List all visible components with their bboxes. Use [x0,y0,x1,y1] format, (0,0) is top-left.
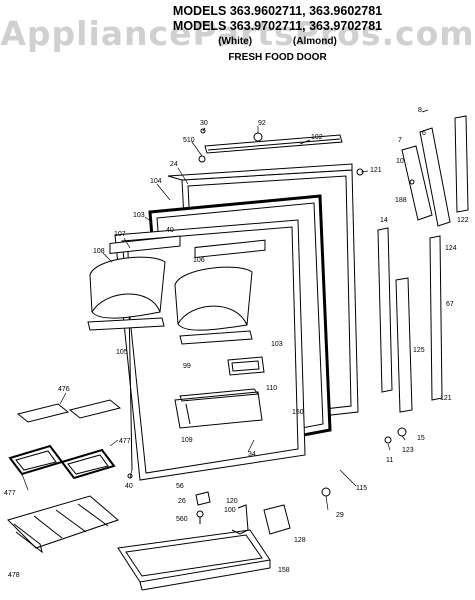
callout-158: 158 [278,567,290,574]
hinge-bracket-8 [419,127,451,227]
callout-122: 122 [457,217,469,224]
callout-29: 29 [336,512,344,519]
color-labels: (White) (Almond) [40,36,475,47]
hinge-7 [401,145,433,221]
callout-123: 123 [402,447,414,454]
leader-lines [21,109,429,511]
callout-115: 115 [356,485,367,492]
end-cap-122 [454,115,469,213]
door-handle-14 [377,227,393,393]
top-trim-part [204,134,343,154]
screw-part-560 [196,510,204,524]
callout-107: 107 [114,231,126,238]
dairy-bin-left [89,235,181,319]
callout-7: 7 [398,137,402,144]
callout-510: 510 [183,137,195,144]
callout-14: 14 [380,217,388,224]
callout-labels: 8 6 7 10 122 30 92 102 510 121 24 104 10… [4,107,469,579]
callout-476: 476 [58,386,70,393]
callout-40-bottom: 40 [125,483,133,490]
tray-parts-477 [8,444,116,480]
hinge-part-100 [231,504,249,535]
callout-560: 560 [176,516,188,523]
callout-11: 11 [386,457,393,464]
diagram-title: FRESH FOOD DOOR [228,52,327,63]
small-shelf-part [227,356,265,376]
cover-parts-476 [16,399,122,423]
white-label: (White) [218,36,253,47]
callout-104: 104 [150,178,162,185]
callout-56: 56 [176,483,184,490]
model-line-1: MODELS 363.9602711, 363.9602781 [172,4,383,18]
callout-40-top: 40 [166,227,174,234]
shelf-rail-105 [87,317,165,331]
callout-99: 99 [183,363,191,370]
callout-121-right: 121 [440,395,452,402]
almond-label: (Almond) [292,36,337,47]
callout-24: 24 [170,161,178,168]
shelf-rail-99 [179,330,253,345]
bracket-part-128 [263,504,291,535]
callout-92: 92 [258,120,266,127]
callout-477-right: 477 [119,438,131,445]
model-line-2: MODELS 363.9702711, 363.9702781 [172,19,383,33]
cam-part-26 [195,491,211,506]
callout-125: 125 [413,347,425,354]
callout-34: 34 [248,451,256,458]
callout-108: 108 [93,248,105,255]
dairy-bin-right [174,239,266,331]
callout-100: 100 [224,507,236,514]
callout-103-mid: 103 [271,341,283,348]
callout-10: 10 [396,158,404,165]
rail-part-125 [395,277,413,413]
callout-128: 128 [294,537,306,544]
callout-124: 124 [445,245,457,252]
callout-30: 30 [200,120,208,127]
callout-120: 120 [226,498,238,505]
callout-102: 102 [311,134,323,141]
callout-150: 150 [292,409,304,416]
callout-15: 15 [417,435,425,442]
rack-part-478 [7,495,119,554]
callout-121-top: 121 [370,167,382,174]
lower-bin-part [174,388,263,429]
callout-67: 67 [446,301,454,308]
callout-477-left: 477 [4,490,16,497]
callout-6: 6 [422,130,426,137]
trim-part-124 [429,235,443,401]
callout-188: 188 [395,197,407,204]
callout-26: 26 [178,498,186,505]
callout-110: 110 [266,385,277,392]
watermark: AppliancePartsPros.com [0,14,475,53]
callout-8: 8 [418,107,422,114]
callout-103: 103 [133,212,145,219]
callout-105: 105 [116,349,128,356]
callout-106: 106 [193,257,205,264]
callout-478: 478 [8,572,20,579]
bottom-bin-part [117,529,271,591]
callout-109: 109 [181,437,193,444]
